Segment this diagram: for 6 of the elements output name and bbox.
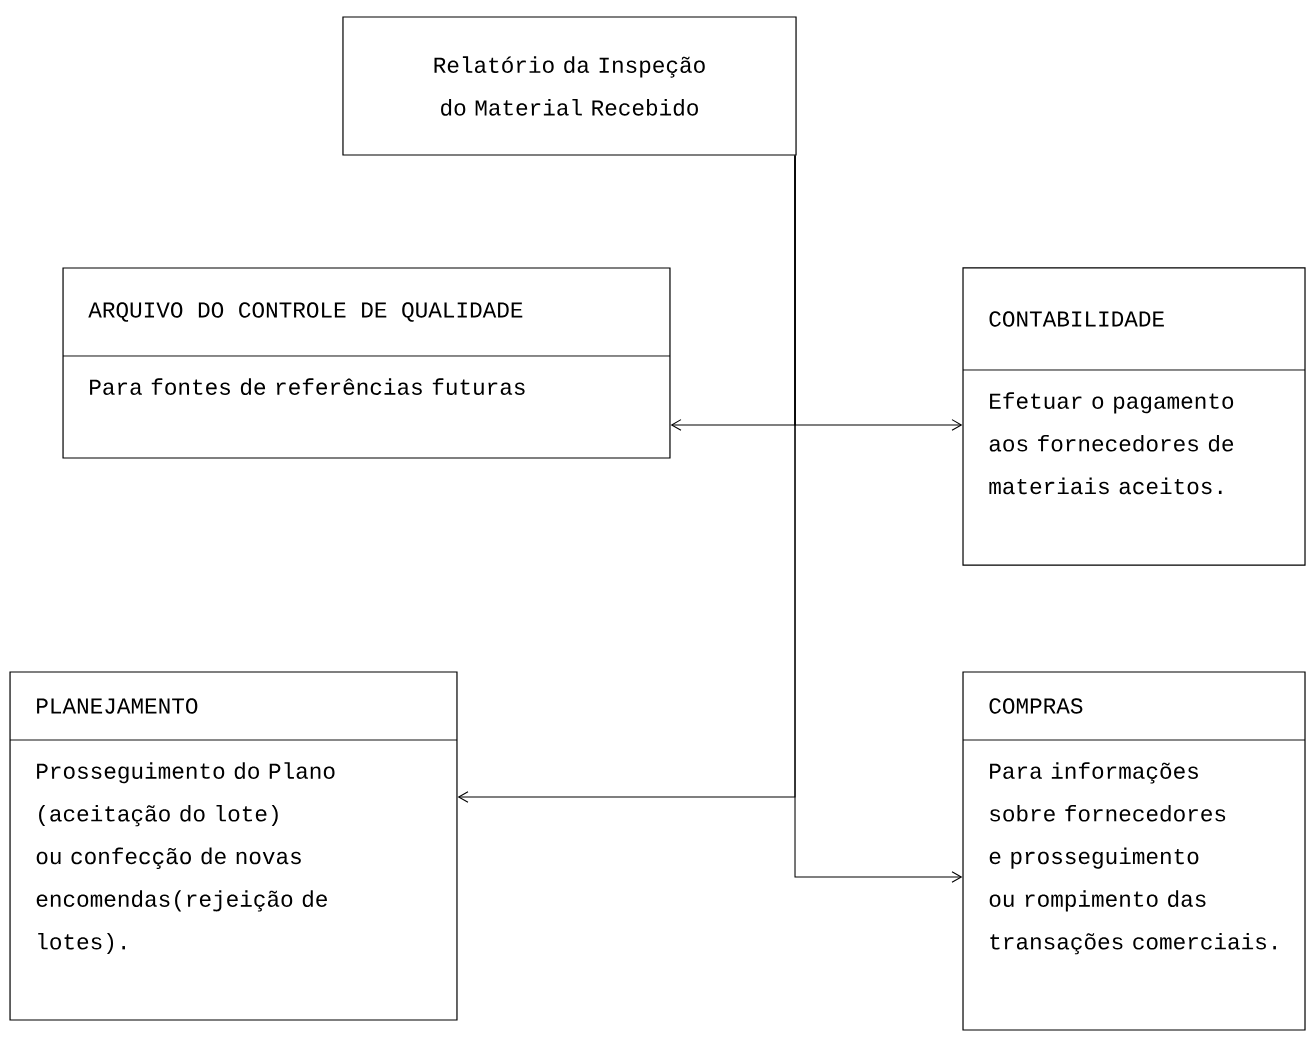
flow-box: PLANEJAMENTO Prosseguimento do Plano (aceitação do lote) ou confecção de novas encomendas(rejeição de lotes). (9, 671, 458, 1021)
flow-box: Relatório da Inspeção do Material Recebido (342, 16, 797, 156)
flow-box: CONTABILIDADE Efetuar o pagamento aos fornecedores de materiais aceitos. (962, 267, 1306, 566)
flow-box: ARQUIVO DO CONTROLE DE QUALIDADE Para fontes de referências futuras (62, 267, 671, 459)
flow-box: COMPRAS Para informações sobre fornecedores e prosseguimento ou rompimento das transações comerciais. (962, 671, 1306, 1031)
arrow (794, 155, 963, 883)
